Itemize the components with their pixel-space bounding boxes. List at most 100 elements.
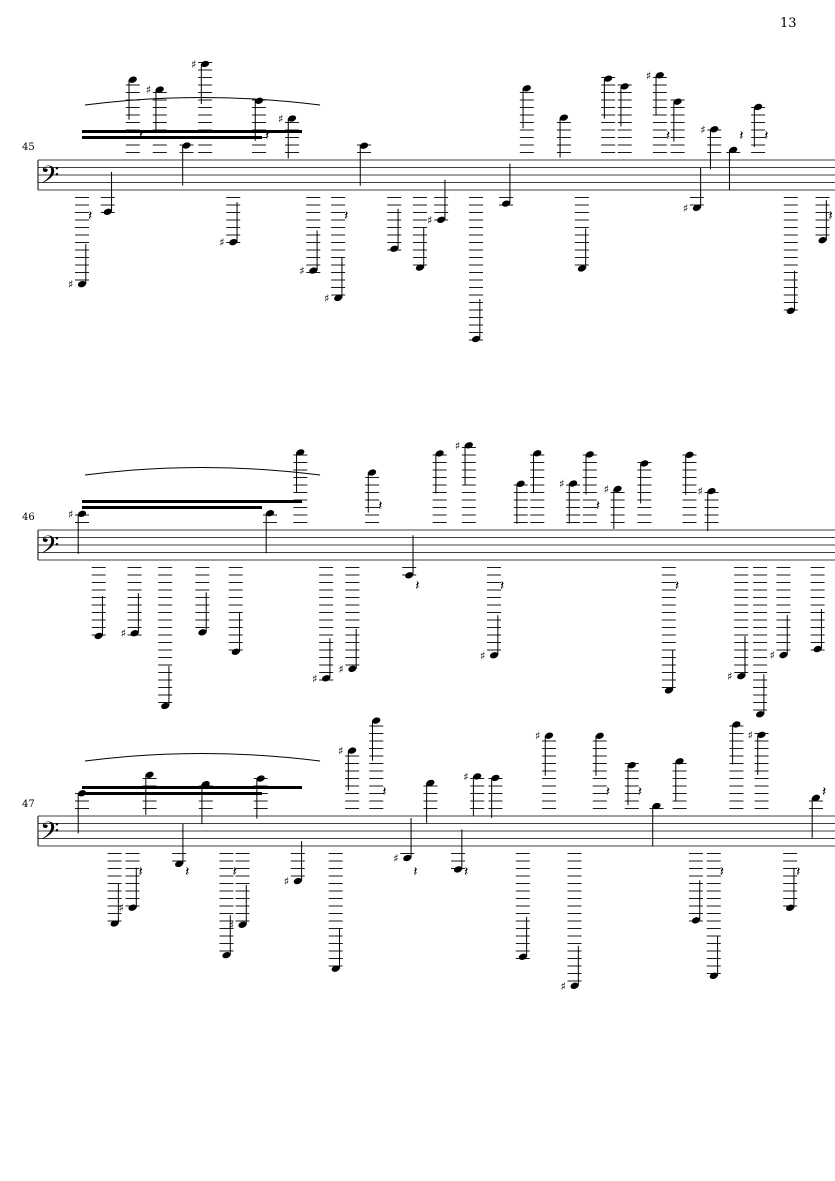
rest-icon: 𝄽 [265,128,269,144]
rest-icon: 𝄽 [666,128,670,144]
bass-clef-icon: 𝄢 [40,817,59,852]
notehead [94,632,103,640]
notehead [161,702,170,710]
sharp-icon: ♯ [68,278,73,291]
notehead [779,651,788,659]
sharp-icon: ♯ [683,202,688,215]
sharp-icon: ♯ [299,265,304,278]
rest-icon: 𝄽 [675,578,679,594]
sharp-icon: ♯ [324,292,329,305]
sharp-icon: ♯ [118,902,123,915]
tie [84,753,321,762]
sharp-icon: ♯ [480,649,485,662]
notehead [675,758,684,765]
notehead [415,264,425,271]
sharp-icon: ♯ [338,663,343,676]
notehead [577,265,586,272]
notehead [491,774,500,782]
rest-icon: 𝄽 [382,784,386,800]
rest-icon: 𝄽 [185,864,189,880]
notehead [604,75,613,82]
beam [82,130,302,133]
rest-icon: 𝄽 [596,498,600,514]
rest-icon: 𝄽 [464,864,468,880]
notehead [729,146,738,154]
notehead [559,114,568,121]
page-number: 13 [780,16,797,31]
notehead [368,469,377,476]
notehead [103,208,112,215]
notehead [110,920,119,927]
notehead [570,982,579,990]
sharp-icon: ♯ [559,478,564,491]
notehead [182,142,191,149]
rest-icon: 𝄽 [415,578,419,594]
notehead [522,85,531,92]
sharp-icon: ♯ [700,123,705,136]
notehead [426,779,435,787]
notehead [813,645,822,653]
rest-icon: 𝄽 [606,784,610,800]
notehead [754,103,763,111]
sharp-icon: ♯ [427,214,432,227]
notehead [811,794,821,802]
sharp-icon: ♯ [463,770,468,783]
sharp-icon: ♯ [191,58,196,71]
sharp-icon: ♯ [604,483,609,496]
sharp-icon: ♯ [561,980,566,993]
sharp-icon: ♯ [698,485,703,498]
notehead [145,771,154,778]
notehead [664,687,673,694]
sharp-icon: ♯ [455,439,460,452]
sharp-icon: ♯ [219,236,224,249]
rest-icon: 𝄽 [88,208,92,224]
rest-icon: 𝄽 [638,784,642,800]
measure-number: 47 [22,799,35,810]
tie [84,467,321,476]
sharp-icon: ♯ [646,69,651,82]
bass-clef-icon: 𝄢 [40,531,59,566]
notehead [372,717,381,724]
notehead [175,860,184,868]
measure-number: 46 [22,512,35,523]
sharp-icon: ♯ [393,852,398,865]
notehead [595,732,604,739]
sharp-icon: ♯ [228,919,233,932]
notehead [585,451,594,458]
sharp-icon: ♯ [312,672,317,685]
beam [82,786,302,789]
notehead [471,335,481,343]
notehead [756,711,765,718]
notehead [403,854,412,862]
notehead [348,747,357,754]
notehead [238,921,247,928]
rest-icon: 𝄽 [739,128,743,144]
sharp-icon: ♯ [284,875,289,888]
notehead [222,951,231,959]
beam [82,506,262,509]
rest-icon: 𝄽 [138,864,142,880]
notehead [613,485,622,493]
notehead [786,307,795,314]
notehead [293,877,302,885]
notehead [737,673,746,680]
bass-clef-icon: 𝄢 [40,161,59,196]
notehead [692,204,701,211]
notehead [652,802,661,810]
notehead [691,917,701,924]
notehead [128,76,137,83]
notehead [464,442,473,449]
rest-icon: 𝄽 [500,578,504,594]
notehead [198,629,207,636]
notehead [818,237,827,244]
beam [82,500,302,503]
notehead [710,126,719,133]
notehead [709,972,718,979]
rest-icon: 𝄽 [829,208,833,224]
sharp-icon: ♯ [748,729,753,742]
notehead [544,732,554,739]
rest-icon: 𝄽 [413,864,417,880]
notehead [489,652,499,659]
rest-icon: 𝄽 [796,864,800,880]
